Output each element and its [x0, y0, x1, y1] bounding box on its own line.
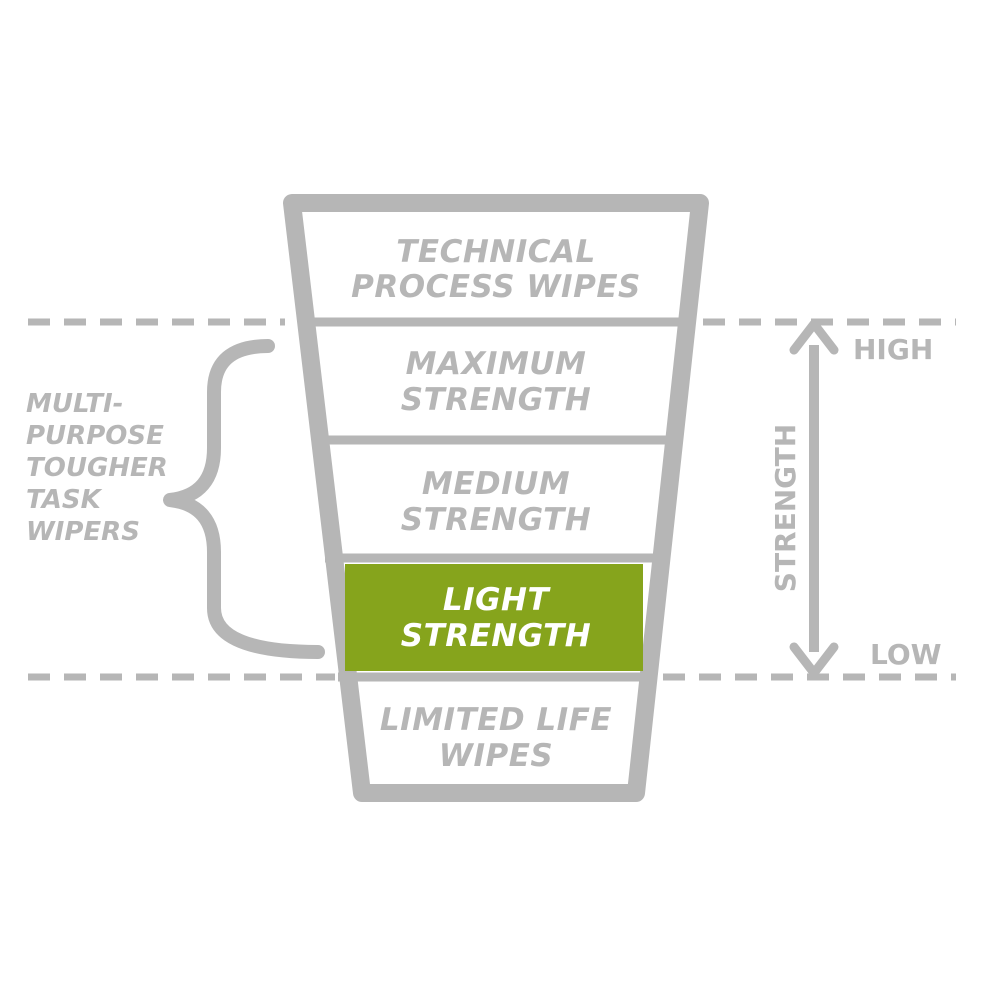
low-label: LOW — [870, 638, 942, 671]
bracket-line-2: PURPOSE — [26, 421, 164, 451]
tier-maximum-line-2: STRENGTH — [401, 382, 591, 418]
light-strength-highlight — [345, 564, 643, 671]
bracket-line-5: WIPERS — [26, 517, 140, 547]
high-label: HIGH — [853, 333, 933, 366]
tier-medium-line-1: MEDIUM — [422, 466, 570, 502]
dashed-reference-lines — [28, 318, 956, 681]
tier-technical-line-1: TECHNICAL — [396, 234, 596, 270]
tier-medium-line-2: STRENGTH — [401, 502, 591, 538]
arrow-up-icon — [789, 319, 839, 355]
tier-labels: TECHNICAL PROCESS WIPES MAXIMUM STRENGTH… — [351, 234, 641, 774]
curly-brace-icon — [163, 339, 325, 659]
tier-light-line-2: STRENGTH — [401, 618, 591, 654]
bracket-line-3: TOUGHER — [26, 453, 168, 483]
tier-limited-line-1: LIMITED LIFE — [380, 702, 612, 738]
tier-light-line-1: LIGHT — [443, 582, 552, 618]
tier-limited-line-2: WIPES — [439, 738, 553, 774]
strength-axis: STRENGTH HIGH LOW — [769, 319, 942, 678]
arrow-down-icon — [789, 642, 839, 678]
tier-dividers — [300, 317, 692, 682]
tier-technical-line-2: PROCESS WIPES — [351, 269, 641, 305]
bracket-line-4: TASK — [26, 485, 103, 515]
axis-label: STRENGTH — [769, 424, 802, 592]
tier-maximum-line-1: MAXIMUM — [406, 346, 587, 382]
bracket-line-1: MULTI- — [26, 389, 123, 419]
bracket-label: MULTI- PURPOSE TOUGHER TASK WIPERS — [26, 389, 168, 547]
